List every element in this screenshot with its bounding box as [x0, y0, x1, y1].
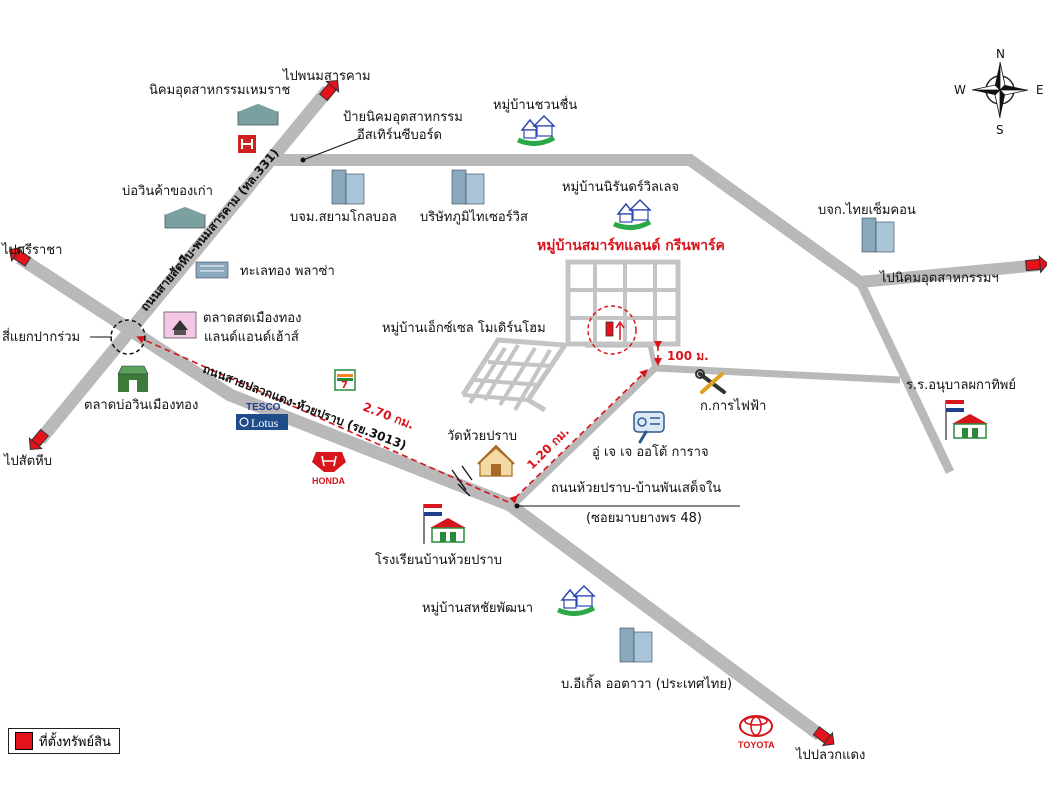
label-nirun-ville: หมู่บ้านนิรันดร์วิลเลจ — [562, 179, 679, 195]
school-anuban-icon — [945, 400, 988, 440]
market-icon — [163, 311, 197, 339]
toyota-logo: TOYOTA — [738, 715, 775, 750]
label-pea: ก.การไฟฟ้า — [700, 398, 766, 414]
lotus-text: Lotus — [251, 416, 279, 430]
label-soi: (ซอยมาบยางพร 48) — [586, 511, 702, 526]
seven-eleven-icon: 7 — [334, 369, 356, 391]
warehouse-bowin-icon — [164, 205, 206, 229]
legend-property-swatch — [15, 732, 33, 750]
electricity-wrench-icon — [695, 369, 726, 394]
label-bo-win-market: ตลาดบ่อวินเมืองทอง — [84, 397, 198, 413]
label-sahachai: หมู่บ้านสหชัยพัฒนา — [422, 601, 533, 616]
road-331 — [34, 85, 334, 445]
route-dashed — [136, 335, 662, 504]
house-chuan-chuen-icon — [516, 114, 556, 146]
arrow-sriracha-icon — [8, 246, 32, 267]
route-segment-huayprab — [509, 369, 648, 504]
arrow-industrial-icon — [1025, 255, 1047, 274]
building-phumi-thai-icon — [451, 169, 485, 205]
label-to-industrial: ไปนิคมอุตสาหกรรมฯ — [879, 270, 999, 286]
label-to-sriracha: ไปศรีราชา — [1, 242, 62, 258]
building-eagle-icon — [619, 627, 653, 663]
label-smart-land: หมู่บ้านสมาร์ทแลนด์ กรีนพาร์ค — [537, 237, 725, 254]
honda-logo: HONDA — [312, 452, 346, 486]
label-pakruam: สี่แยกปากร่วม — [2, 328, 80, 345]
road-smartland-access — [585, 342, 658, 369]
label-wat-huay-prab: วัดห้วยปราบ — [447, 429, 517, 444]
school-huay-prab-icon — [423, 504, 466, 544]
label-dist-100: 100 ม. — [667, 349, 709, 363]
compass-rose-icon: N S E W — [954, 47, 1044, 137]
legend-property-label: ที่ตั้งทรัพย์สิน — [39, 734, 111, 750]
excel-grid — [460, 337, 570, 413]
temple-icon — [477, 444, 515, 477]
house-sahachai-icon — [556, 584, 596, 616]
bowin-store-icon — [117, 365, 149, 392]
arrow-phanom-icon — [318, 79, 340, 102]
honda-text: HONDA — [312, 476, 345, 486]
seven-text: 7 — [341, 380, 348, 391]
label-market-muang-thong-2: แลนด์แอนด์เฮ้าส์ — [204, 329, 299, 345]
tesco-lotus-logo: TESCO Lotus — [236, 402, 288, 430]
building-siam-global-icon — [331, 169, 365, 205]
label-to-phanom: ไปพนมสารคาม — [282, 68, 371, 84]
label-sign-eastern-1: ป้ายนิคมอุตสาหกรรม — [343, 110, 463, 125]
compass-e: E — [1036, 83, 1044, 97]
label-to-sattahip: ไปสัตหีบ — [3, 453, 52, 469]
rail-crossing-icon — [451, 465, 473, 497]
sign-pointer — [302, 137, 361, 161]
route-segment-main — [136, 335, 509, 503]
smartland-grid — [565, 259, 681, 347]
warehouse-hemaraj-icon — [237, 102, 279, 126]
label-to-pluak-daeng: ไปปลวกแดง — [795, 747, 865, 763]
label-thai-cement: บจก.ไทยเซ็มคอน — [818, 200, 916, 218]
label-road-331: ถนนสายสัตหีบ-พนมสารคาม (ทล.331) — [138, 146, 282, 314]
label-market-muang-thong-1: ตลาดสดเมืองทอง — [203, 310, 301, 326]
label-eagle: บ.อีเกิ้ล ออตาวา (ประเทศไทย) — [561, 674, 732, 692]
compass-n: N — [996, 47, 1005, 61]
arrow-pluakdaeng-icon — [812, 726, 835, 747]
garage-icon — [633, 411, 665, 444]
road-east-descending — [855, 280, 955, 474]
house-nirun-icon — [612, 198, 652, 230]
direction-arrows — [8, 79, 1047, 747]
road-sriracha-pluakdaeng — [16, 252, 824, 741]
label-excel-modern: หมู่บ้านเอ็กซ์เซล โมเดิร์นโฮม — [382, 318, 546, 336]
label-sign-eastern-2: อีสเทิร์นซีบอร์ด — [357, 127, 442, 143]
legend-box: ที่ตั้งทรัพย์สิน — [8, 728, 120, 754]
label-hemaraj: นิคมอุตสาหกรรมเหมราช — [149, 83, 290, 98]
toyota-text: TOYOTA — [738, 740, 775, 750]
label-bo-win-warehouse: บ่อวินค้าของเก่า — [122, 184, 213, 199]
tesco-text: TESCO — [246, 402, 281, 413]
road-upper — [270, 154, 1041, 289]
hemaraj-logo-icon — [238, 135, 256, 153]
label-siam-global: บจม.สยามโกลบอล — [290, 209, 397, 225]
pakruam-circle — [110, 319, 146, 355]
building-thai-cement-icon — [861, 217, 895, 253]
compass-w: W — [954, 83, 966, 97]
label-chuan-chuen: หมู่บ้านชวนชื่น — [493, 96, 577, 113]
arrow-sattahip-icon — [28, 428, 50, 451]
label-thale-thong: ทะเลทอง พลาซ่า — [240, 264, 335, 279]
property-marker-icon — [605, 321, 614, 337]
label-anuban: ร.ร.อนุบาลผกาทิพย์ — [906, 377, 1016, 393]
label-road-huay-prab: ถนนห้วยปราบ-บ้านพันเสด็จใน — [551, 478, 721, 496]
label-phumi-thai: บริษัทภูมิไทเซอร์วิส — [420, 209, 528, 225]
label-school-huay-prab: โรงเรียนบ้านห้วยปราบ — [375, 552, 502, 568]
plaza-icon — [195, 261, 229, 279]
property-arrow-icon — [615, 320, 625, 340]
property-circle — [587, 305, 637, 355]
label-jj-garage: อู่ เจ เจ ออโต้ การาจ — [592, 444, 709, 460]
compass-s: S — [996, 123, 1004, 137]
label-dist-120: 1.20 กม. — [524, 424, 572, 472]
